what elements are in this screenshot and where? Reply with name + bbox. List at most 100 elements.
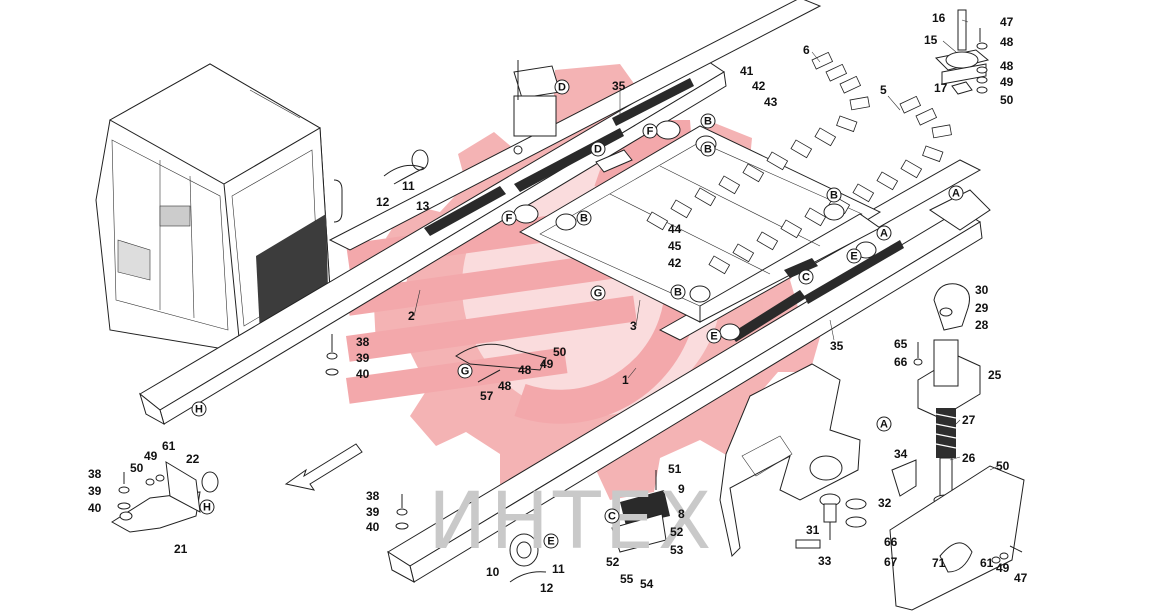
callout-9: 9: [678, 482, 685, 496]
callout-49: 49: [1000, 75, 1014, 89]
rubber-mount-15: [934, 9, 990, 95]
cable-chain-6: [646, 51, 870, 231]
marker-letter: B: [674, 287, 682, 299]
callout-45: 45: [668, 239, 682, 253]
leader-lines: [413, 19, 999, 471]
callout-61: 61: [162, 439, 176, 453]
callout-48: 48: [518, 363, 532, 377]
marker-g: G: [590, 285, 606, 301]
callout-34: 34: [894, 447, 908, 461]
callout-66: 66: [884, 535, 898, 549]
marker-e: E: [543, 533, 559, 549]
callout-6: 6: [803, 43, 810, 57]
marker-circle: [826, 187, 842, 203]
main-frame-rail-2: [139, 59, 727, 426]
callout-40: 40: [366, 520, 380, 534]
marker-d: D: [590, 141, 606, 157]
callout-5: 5: [880, 83, 887, 97]
marker-circle: [798, 269, 814, 285]
callout-29: 29: [975, 301, 989, 315]
callout-22: 22: [186, 452, 200, 466]
callout-35: 35: [830, 339, 844, 353]
callout-47: 47: [1000, 15, 1014, 29]
marker-circle: [700, 113, 716, 129]
callout-16: 16: [932, 11, 946, 25]
marker-circle: [876, 416, 892, 432]
callout-3: 3: [630, 319, 637, 333]
marker-circle: [590, 141, 606, 157]
marker-letter: C: [802, 272, 810, 284]
pad-c: [784, 258, 818, 278]
clip-pin-11-12: [383, 149, 429, 185]
bracket-c-lower: [611, 470, 670, 553]
callout-2: 2: [408, 309, 415, 323]
rubber-bump-31: [795, 493, 841, 549]
callout-52: 52: [670, 525, 684, 539]
washers-32: [845, 498, 867, 528]
marker-c: C: [798, 269, 814, 285]
marker-letter: B: [704, 116, 712, 128]
callout-10: 10: [486, 565, 500, 579]
bolt-47-washer-48-set: [976, 28, 988, 94]
callout-42: 42: [668, 256, 682, 270]
marker-letter: A: [880, 228, 888, 240]
spring-27: [935, 408, 957, 458]
callout-40: 40: [356, 367, 370, 381]
jack-bracket-25: [917, 339, 981, 419]
callout-21: 21: [174, 542, 188, 556]
callout-11: 11: [552, 562, 565, 576]
marker-c: C: [604, 508, 620, 524]
callout-43: 43: [764, 95, 778, 109]
marker-circle: [876, 225, 892, 241]
marker-f: F: [642, 123, 658, 139]
marker-g: G: [457, 363, 473, 379]
marker-circle: [642, 123, 658, 139]
callout-42: 42: [752, 79, 766, 93]
marker-letter: E: [850, 251, 857, 263]
callout-51: 51: [668, 462, 682, 476]
callout-48: 48: [498, 379, 512, 393]
marker-letter: G: [461, 366, 470, 378]
marker-letter: D: [558, 82, 566, 94]
marker-letter: D: [594, 144, 602, 156]
marker-a: A: [876, 416, 892, 432]
callout-48: 48: [1000, 35, 1014, 49]
callout-1: 1: [622, 373, 629, 387]
jack-foot-plate: [889, 459, 1025, 611]
marker-f: F: [501, 210, 517, 226]
callout-33: 33: [818, 554, 832, 568]
callout-57: 57: [480, 389, 494, 403]
marker-circle: [948, 185, 964, 201]
callout-15: 15: [924, 33, 938, 47]
marker-a: A: [948, 185, 964, 201]
main-frame-rail-1: [387, 128, 983, 583]
marker-circle: [191, 401, 207, 417]
callout-48: 48: [1000, 59, 1014, 73]
callout-38: 38: [356, 335, 370, 349]
callout-65: 65: [894, 337, 908, 351]
marker-letter: F: [506, 213, 513, 225]
bracket-d: [513, 60, 561, 155]
marker-b: B: [576, 210, 592, 226]
callout-30: 30: [975, 283, 989, 297]
callout-12: 12: [540, 581, 554, 595]
marker-letter: E: [710, 331, 717, 343]
callout-27: 27: [962, 413, 976, 427]
callout-39: 39: [366, 505, 380, 519]
marker-letter: B: [830, 190, 838, 202]
callout-13: 13: [416, 199, 430, 213]
callout-38: 38: [88, 467, 102, 481]
bracket-g: [455, 343, 547, 383]
callout-25: 25: [988, 368, 1002, 382]
mount-f-lower: [513, 204, 577, 231]
marker-circle: [706, 328, 722, 344]
marker-h: H: [199, 499, 215, 515]
bolt-stack-38-40-left: [117, 472, 165, 510]
bolt-47-right: [991, 545, 1023, 564]
callout-35: 35: [612, 79, 626, 93]
callout-17: 17: [934, 81, 948, 95]
callout-53: 53: [670, 543, 684, 557]
bolt-65-66: [913, 342, 923, 366]
